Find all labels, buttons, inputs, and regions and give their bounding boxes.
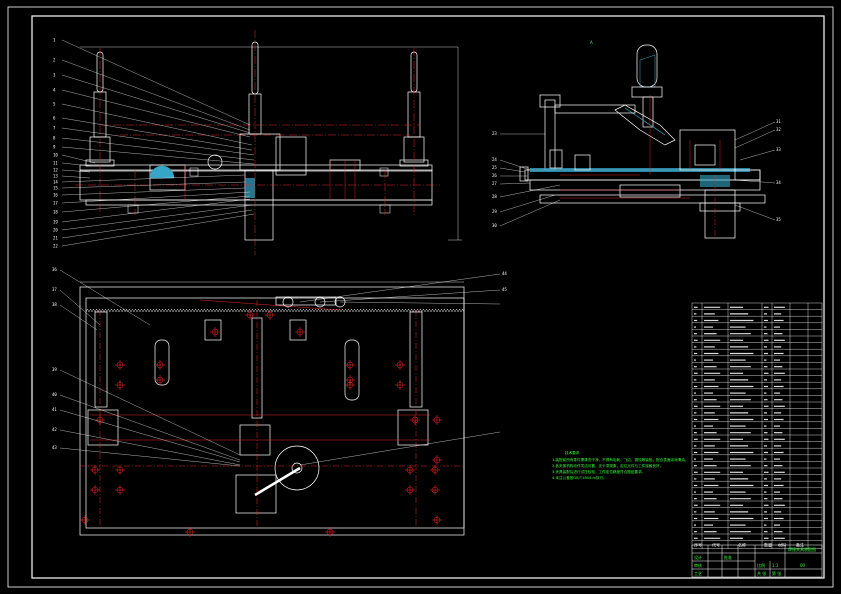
callout-24: 24: [492, 157, 497, 162]
inner-border: [31, 15, 825, 579]
outer-border: [7, 6, 834, 588]
callout-43: 43: [52, 445, 57, 450]
side-view-title: A: [590, 40, 593, 45]
parts-header-2: 名称: [738, 542, 746, 548]
callout-26: 26: [492, 173, 497, 178]
side-view: A: [519, 40, 766, 240]
technical-note-2: 2.各夹紧机构动作灵活可靠，无卡滞现象，定位元件与工件接触良好。: [552, 463, 663, 468]
callout-3: 3: [53, 73, 56, 78]
title-block-cell-sheet: 第 张: [772, 570, 781, 576]
callout-13: 13: [53, 174, 58, 179]
title-block-title: 焊接夹具装配图: [788, 546, 816, 552]
callout-23: 23: [492, 131, 497, 136]
front-view-leaders: [61, 39, 255, 247]
title-block-cell-scale-label: 比例: [757, 562, 765, 568]
callout-22: 22: [53, 244, 58, 249]
title-block-cell-designer: 设计: [694, 554, 702, 560]
title-block-cell-scale: 1:1: [772, 563, 779, 568]
callout-27: 27: [492, 181, 497, 186]
title-block-cell-approve: 批准: [724, 554, 732, 560]
callout-9: 9: [53, 145, 56, 150]
technical-note-3: 3.夹具装配后进行试压检验，工件定位精度符合图纸要求。: [552, 469, 645, 474]
callout-17: 17: [53, 201, 58, 206]
callout-41: 41: [52, 407, 57, 412]
callout-2: 2: [53, 58, 56, 63]
callout-19: 19: [53, 220, 58, 225]
callout-44: 44: [502, 271, 507, 276]
callout-28: 28: [492, 194, 497, 199]
callout-42: 42: [52, 427, 57, 432]
parts-header-5: 备注: [796, 542, 804, 548]
callout-32: 32: [776, 127, 781, 132]
callout-36: 36: [52, 267, 57, 272]
side-view-leaders: [499, 121, 776, 227]
callout-18: 18: [53, 210, 58, 215]
title-block-cell-process: 工艺: [694, 571, 702, 576]
callout-14: 14: [53, 180, 58, 185]
callout-15: 15: [53, 186, 58, 191]
technical-notes: 技术要求 1.装配前所有零件需清洗干净，不得有毛刺、飞边、锈蚀等缺陷，配合表面涂…: [552, 450, 688, 480]
callout-6: 6: [53, 116, 56, 121]
callout-25: 25: [492, 165, 497, 170]
technical-notes-title: 技术要求: [565, 450, 580, 455]
callout-10: 10: [53, 153, 58, 158]
title-block-cell-sheets: 共 张: [757, 570, 766, 576]
top-view-hidden-lines: [80, 299, 464, 530]
callout-5: 5: [53, 102, 56, 107]
callout-39: 39: [52, 367, 57, 372]
callout-7: 7: [53, 126, 56, 131]
callout-38: 38: [52, 302, 57, 307]
top-view-leaders: [59, 269, 501, 467]
callout-30: 30: [492, 223, 497, 228]
callout-8: 8: [53, 136, 56, 141]
title-block: 焊接夹具装配图 00 设计 审核 工艺 批准 比例 1:1 共 张 第 张: [691, 544, 823, 578]
parts-header-4: 材料: [778, 542, 786, 548]
parts-header-0: 序号: [694, 542, 702, 548]
front-view: [75, 30, 462, 255]
callout-35: 35: [776, 217, 781, 222]
callout-45: 45: [502, 287, 507, 292]
title-block-cell-checker: 审核: [694, 562, 702, 568]
technical-note-4: 4.未注公差按GB/T1804-m执行。: [552, 475, 607, 480]
callout-11: 11: [53, 161, 58, 166]
top-view-callouts: 36 37 38 39 40 41 42 43 44 45: [52, 267, 507, 450]
title-block-number: 00: [800, 563, 806, 568]
callout-20: 20: [53, 228, 58, 233]
parts-list-table: 序号 代号 名称 数量材料 备注: [691, 302, 823, 549]
callout-33: 33: [776, 147, 781, 152]
callout-31: 31: [776, 119, 781, 124]
side-view-callouts: 23 24 25 26 27 28 29 30 31 32 33 34 35: [492, 119, 781, 228]
callout-21: 21: [53, 236, 58, 241]
callout-40: 40: [52, 392, 57, 397]
callout-1: 1: [53, 38, 56, 43]
callout-34: 34: [776, 180, 781, 185]
top-view: [79, 281, 465, 536]
top-view-bolt-holes: [80, 310, 442, 537]
parts-header-1: 代号: [712, 542, 720, 548]
callout-16: 16: [53, 193, 58, 198]
parts-header-3: 数量: [764, 542, 772, 548]
callout-29: 29: [492, 209, 497, 214]
technical-note-1: 1.装配前所有零件需清洗干净，不得有毛刺、飞边、锈蚀等缺陷，配合表面涂润滑油。: [552, 457, 688, 462]
callout-12: 12: [53, 168, 58, 173]
callout-37: 37: [52, 287, 57, 292]
callout-4: 4: [53, 88, 56, 93]
